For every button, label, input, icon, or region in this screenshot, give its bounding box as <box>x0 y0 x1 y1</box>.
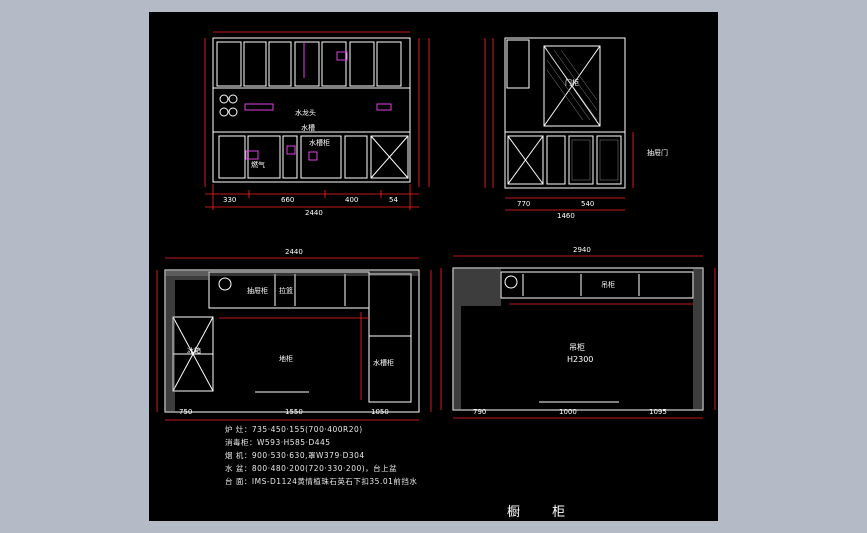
plan-right-dim-1: 790 <box>473 408 487 416</box>
side-label-door-cabinet: 门柜 <box>565 79 579 87</box>
plan-right <box>452 267 704 411</box>
front-dim-4: 54 <box>389 196 398 204</box>
front-label-sink-cabinet: 水槽柜 <box>309 139 330 147</box>
plan-left-dimensions <box>156 257 432 421</box>
front-dim-1: 330 <box>223 196 237 204</box>
note-stove: 炉 灶：735·450·155(700·400R20) <box>225 425 363 434</box>
plan-left <box>164 269 420 413</box>
side-elevation <box>504 37 626 189</box>
front-dim-overall: 2440 <box>305 209 323 217</box>
side-label-drawer-door: 抽屉门 <box>647 149 668 157</box>
note-countertop: 台 面：IMS-D1124黄情植珠石英石下扣35.01前挡水 <box>225 477 418 486</box>
plan-right-dimensions <box>440 255 716 419</box>
plan-left-cabinet-1: 抽屉柜 <box>247 287 268 295</box>
front-elevation <box>212 37 411 183</box>
side-dim-3: 1460 <box>557 212 575 220</box>
note-sterilizer: 消毒柜：W593·H585·D445 <box>225 438 331 447</box>
plan-right-height-label: H2300 <box>567 355 594 364</box>
front-label-faucet: 水龙头 <box>295 109 316 117</box>
drawing-sheet: 水龙头 水槽 水槽柜 燃气 330 660 400 54 2440 门柜 抽屉门… <box>149 12 718 521</box>
plan-right-wall-label: 吊柜 <box>569 343 585 352</box>
side-elevation-dimensions <box>484 38 634 211</box>
front-label-sink: 水槽 <box>301 124 315 132</box>
drawing-title: 橱 柜 <box>507 505 580 520</box>
plan-left-base-label: 地柜 <box>279 355 293 363</box>
note-sink: 水 盆：800·480·200(720·330·200)，台上盆 <box>225 464 398 473</box>
front-elevation-dimensions <box>204 31 430 210</box>
plan-left-cabinet-2: 拉篮 <box>279 287 293 295</box>
front-label-gas: 燃气 <box>251 161 265 169</box>
plan-left-dim-top: 2440 <box>285 248 303 256</box>
plan-right-cabinet-1: 吊柜 <box>601 281 615 289</box>
plan-left-cabinet-3: 水槽柜 <box>373 359 394 367</box>
side-dim-1: 770 <box>517 200 531 208</box>
side-dim-2: 540 <box>581 200 595 208</box>
plan-left-dim-3: 1050 <box>371 408 389 416</box>
front-dim-2: 660 <box>281 196 295 204</box>
plan-right-dim-2: 1000 <box>559 408 577 416</box>
cad-drawing <box>156 31 716 421</box>
plan-left-fridge: 冰箱 <box>187 347 201 355</box>
plan-left-dim-2: 1550 <box>285 408 303 416</box>
plan-left-dim-1: 750 <box>179 408 193 416</box>
front-dim-3: 400 <box>345 196 359 204</box>
plan-right-dim-3: 1095 <box>649 408 667 416</box>
note-hood: 烟 机：900·530·630,罩W379·D304 <box>225 451 365 460</box>
plan-right-dim-top: 2940 <box>573 246 591 254</box>
